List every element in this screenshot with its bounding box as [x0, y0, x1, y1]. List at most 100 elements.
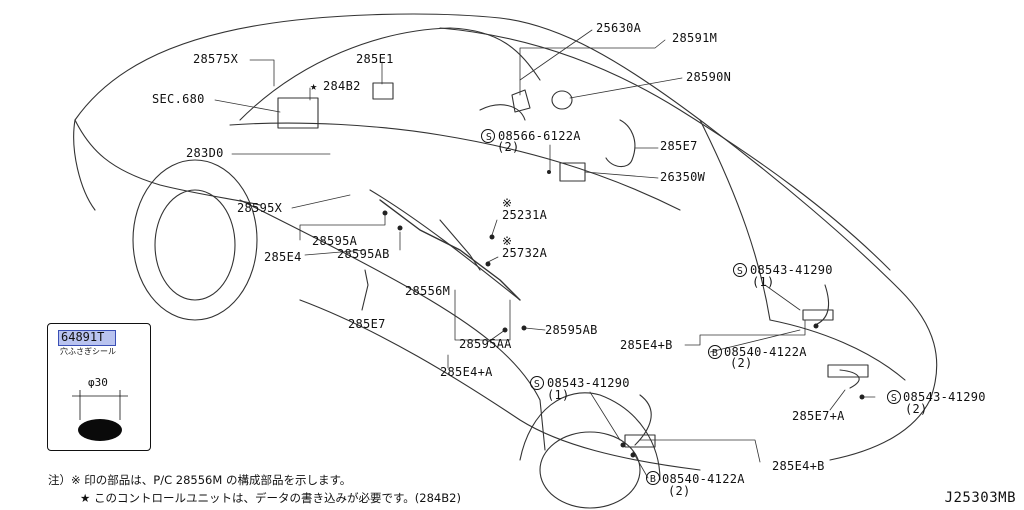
s-symbol-ring-3	[530, 376, 544, 390]
roof-line	[439, 27, 891, 271]
front-wheel-outer	[132, 159, 258, 321]
label-28595AA: 28595AA	[459, 337, 512, 351]
kome-symbol-2: ※	[502, 234, 513, 248]
car-body-outline	[74, 13, 938, 461]
antenna-ring-28590N	[551, 90, 573, 110]
label-285E4B-2: 285E4+B	[772, 459, 825, 473]
s-symbol-3: S	[533, 379, 541, 390]
wire-rear-3	[634, 394, 652, 446]
fastener-dot	[382, 210, 388, 216]
s-symbol-ring-1	[481, 129, 495, 143]
sheet-code: J25303MB	[944, 490, 1016, 506]
s-symbol-ring-2	[733, 263, 747, 277]
fastener-dot	[397, 225, 403, 231]
kome-symbol-1: ※	[502, 196, 513, 210]
label-08543-2-qty: (1)	[547, 388, 570, 402]
leader-28590N	[569, 77, 683, 99]
fastener-dot	[502, 327, 508, 333]
leader-285E4B-1	[684, 319, 806, 346]
label-08540-2: 08540-4122A	[662, 472, 745, 486]
label-08543-2: 08543-41290	[547, 376, 630, 390]
rear-pillar	[699, 119, 771, 321]
label-285E7-2: 285E7	[660, 139, 698, 153]
seal-disc	[78, 419, 122, 441]
leader-28595AA	[487, 329, 506, 343]
label-08543-1: 08543-41290	[750, 263, 833, 277]
label-08566: 08566-6122A	[498, 129, 581, 143]
leader-08540-1	[709, 329, 801, 353]
label-08543-3: 08543-41290	[903, 390, 986, 404]
label-08566-qty: (2)	[497, 140, 520, 154]
label-08540-1: 08540-4122A	[724, 345, 807, 359]
label-283D0: 283D0	[186, 146, 224, 160]
seal-drawing	[72, 390, 128, 441]
sensor-25630A	[511, 89, 531, 113]
hood-line	[74, 119, 261, 206]
rear-wheel	[539, 431, 641, 509]
label-08543-1-qty: (1)	[752, 275, 775, 289]
b-symbol-ring-1	[708, 345, 722, 359]
fastener-dot	[547, 170, 551, 174]
harness-branch	[439, 219, 481, 271]
leader-25630A	[519, 29, 593, 81]
label-28595A: 28595A	[312, 234, 358, 248]
leader-28595A	[299, 211, 386, 241]
label-08540-1-qty: (2)	[730, 356, 753, 370]
label-25732A: 25732A	[502, 246, 548, 260]
label-26350W: 26350W	[660, 170, 706, 184]
s-symbol-1: S	[485, 132, 493, 143]
windshield-frame	[239, 27, 541, 121]
label-284B2: 284B2	[323, 79, 361, 93]
label-285E7-1: 285E7	[348, 317, 386, 331]
front-wheel-inner	[154, 189, 236, 301]
label-25231A: 25231A	[502, 208, 548, 222]
inset-part-number: 64891T	[61, 330, 105, 344]
footnote-1: 注）※ 印の部品は、P/C 28556M の構成部品を示します。	[48, 473, 352, 487]
fastener-dot	[485, 261, 491, 267]
inset-diameter: φ30	[88, 376, 108, 389]
leader-26350W	[584, 171, 659, 179]
leader-25732A	[487, 256, 499, 263]
wire-rear-1	[814, 284, 830, 326]
control-unit-box	[277, 97, 319, 129]
label-28595AB-1: 28595AB	[337, 247, 390, 261]
leader-25231A	[491, 219, 498, 236]
label-285E1: 285E1	[356, 52, 394, 66]
leader-08540-2	[632, 451, 649, 479]
harness-main	[379, 199, 521, 301]
wire-rear-2	[839, 369, 860, 389]
label-28556M: 28556M	[405, 284, 451, 298]
dashboard-line	[229, 122, 681, 211]
bracket-rear-1	[802, 309, 834, 321]
label-25630A: 25630A	[596, 21, 642, 35]
label-285E4: 285E4	[264, 250, 302, 264]
s-symbol-2: S	[736, 266, 744, 277]
center-console	[369, 189, 521, 301]
rear-quarter	[769, 319, 906, 381]
star-symbol: ★	[310, 79, 318, 93]
label-08543-3-qty: (2)	[905, 402, 928, 416]
leader-285E7A	[829, 389, 846, 411]
fastener-dot	[620, 442, 626, 448]
module-26350W	[559, 162, 586, 182]
b-symbol-ring-2	[646, 471, 660, 485]
fastener-dot	[630, 452, 636, 458]
label-28591M: 28591M	[672, 31, 718, 45]
label-28595X: 28595X	[237, 201, 283, 215]
leader-28556M	[454, 289, 511, 341]
label-285E7A: 285E7+A	[792, 409, 845, 423]
leader-285E4	[304, 249, 366, 256]
label-285E4B-1: 285E4+B	[620, 338, 673, 352]
steering-column	[479, 104, 526, 121]
label-08540-2-qty: (2)	[668, 484, 691, 498]
wire-285E7-upper	[605, 119, 636, 168]
bracket-rear-3	[624, 434, 656, 448]
leader-285E4B-2	[639, 439, 761, 463]
footnote-2: ★ このコントロールユニットは、データの書き込みが必要です。(284B2)	[80, 491, 461, 505]
leader-28575X	[249, 59, 275, 87]
door-line	[239, 199, 546, 451]
fastener-dot	[859, 394, 865, 400]
fastener-dot	[813, 323, 819, 329]
